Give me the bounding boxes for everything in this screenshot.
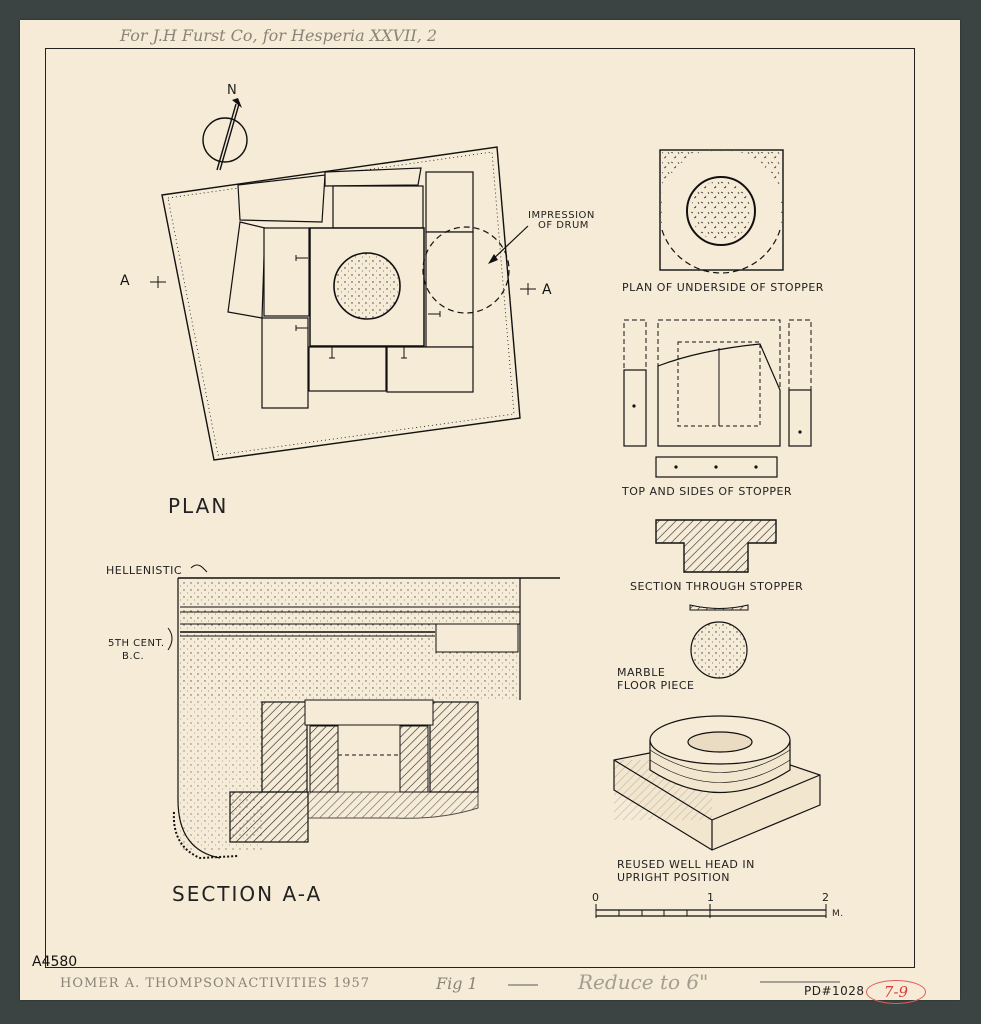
reduce-note: Reduce to 6" [578,970,709,994]
scale-tick-0: 0 [592,891,600,904]
fifth-century-label-2: B.C. [122,651,145,662]
impression-label-1: IMPRESSION [528,210,595,221]
section-mark-left: A [120,273,130,289]
drawing-frame [45,48,915,968]
figure-note: Fig 1 [436,974,478,993]
stopper-top-sides [623,319,812,478]
section-drawing [167,564,560,860]
activities-note: ACTIVITIES 1957 [238,976,371,991]
north-label: N [227,83,238,98]
well-head [613,715,821,851]
scale-tick-1: 1 [707,891,715,904]
pd-number: PD#1028 [804,984,865,998]
north-arrow [202,98,248,171]
catalog-id: A4580 [32,954,78,970]
section-mark-right: A [542,282,552,298]
section-title: SECTION A-A [172,882,323,906]
stopper-section [655,519,777,573]
wellhead-caption-1: REUSED WELL HEAD IN [617,858,755,871]
impression-label-2: OF DRUM [538,220,589,231]
top-sides-caption: TOP AND SIDES OF STOPPER [622,485,793,498]
plan-title: PLAN [168,494,229,518]
hellenistic-label: HELLENISTIC [106,564,183,577]
plan-drawing [150,146,536,461]
underside-caption: PLAN OF UNDERSIDE OF STOPPER [622,281,824,294]
wellhead-caption-2: UPRIGHT POSITION [617,871,730,884]
marble-caption-2: FLOOR PIECE [617,679,695,692]
scale-bar [595,904,827,918]
scale-unit: M. [832,909,844,919]
section-stopper-caption: SECTION THROUGH STOPPER [630,580,804,593]
scale-tick-2: 2 [822,891,830,904]
red-stamp: 7-9 [866,980,926,1004]
stopper-underside [659,148,784,274]
marble-caption-1: MARBLE [617,666,666,679]
marble-floor-piece [689,604,749,679]
top-note: For J.H Furst Co, for Hesperia XXVII, 2 [120,26,438,45]
fifth-century-label-1: 5TH CENT. [108,638,165,649]
author-note: HOMER A. THOMPSON [60,976,238,991]
